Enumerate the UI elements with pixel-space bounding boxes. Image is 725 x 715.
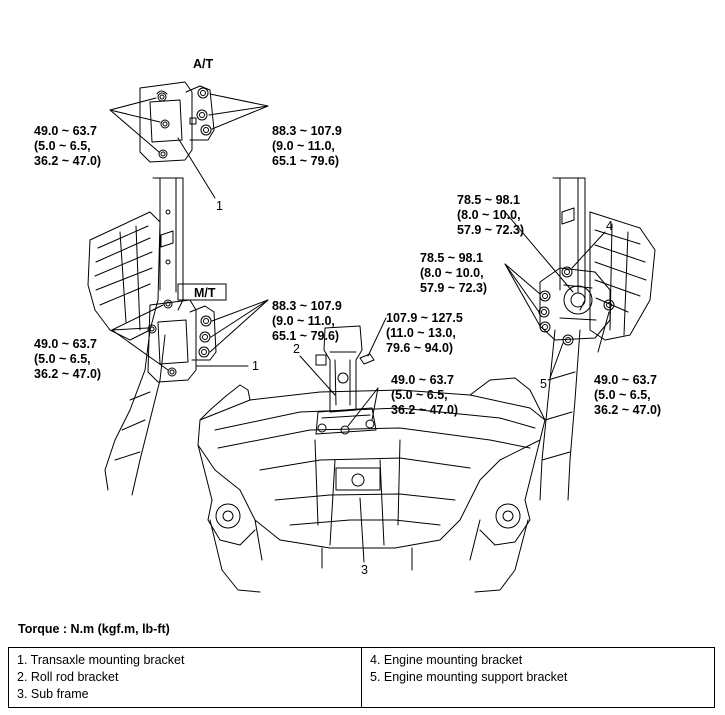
torque-spec-at-right: 88.3 ~ 107.9(9.0 ~ 11.0,65.1 ~ 79.6) <box>272 124 342 168</box>
at-transaxle-bracket <box>139 81 215 163</box>
torque-unit-note: Torque : N.m (kgf.m, lb-ft) <box>18 622 170 636</box>
engine-mounting-bracket <box>538 266 615 346</box>
torque-spec-engine-bottom: 49.0 ~ 63.7(5.0 ~ 6.5,36.2 ~ 47.0) <box>594 373 662 417</box>
callout-3: 3 <box>361 563 368 577</box>
torque-spec-mt-left: 49.0 ~ 63.7(5.0 ~ 6.5,36.2 ~ 47.0) <box>34 337 102 381</box>
torque-spec-engine-mid: 78.5 ~ 98.1(8.0 ~ 10.0,57.9 ~ 72.3) <box>420 251 488 295</box>
left-side-member <box>152 177 184 311</box>
legend-item: 1. Transaxle mounting bracket <box>17 653 185 667</box>
sub-frame <box>197 377 546 593</box>
torque-spec-roll-top: 107.9 ~ 127.5(11.0 ~ 13.0,79.6 ~ 94.0) <box>386 311 463 355</box>
callout-4: 4 <box>606 219 613 233</box>
legend-item: 2. Roll rod bracket <box>17 670 119 684</box>
mt-transaxle-bracket <box>147 283 227 383</box>
legend-item: 5. Engine mounting support bracket <box>370 670 568 684</box>
callout-1-top: 1 <box>216 199 223 213</box>
parts-legend: 1. Transaxle mounting bracket 2. Roll ro… <box>8 647 715 708</box>
legend-column-right: 4. Engine mounting bracket 5. Engine mou… <box>361 648 714 707</box>
callout-5: 5 <box>540 377 547 391</box>
torque-spec-mt-right: 88.3 ~ 107.9(9.0 ~ 11.0,65.1 ~ 79.6) <box>272 299 342 343</box>
right-side-member <box>539 177 586 501</box>
mt-label: M/T <box>194 286 216 300</box>
right-wheel-housing <box>589 211 656 341</box>
legend-item: 4. Engine mounting bracket <box>370 653 523 667</box>
legend-item: 3. Sub frame <box>17 687 89 701</box>
torque-spec-at-left: 49.0 ~ 63.7(5.0 ~ 6.5,36.2 ~ 47.0) <box>34 124 102 168</box>
legend-column-left: 1. Transaxle mounting bracket 2. Roll ro… <box>9 648 361 707</box>
callout-2: 2 <box>293 342 300 356</box>
torque-spec-engine-top: 78.5 ~ 98.1(8.0 ~ 10.0,57.9 ~ 72.3) <box>457 193 525 237</box>
callout-1-mid: 1 <box>252 359 259 373</box>
at-label: A/T <box>193 57 214 71</box>
leader-lines <box>109 93 610 563</box>
torque-spec-roll-bottom: 49.0 ~ 63.7(5.0 ~ 6.5,36.2 ~ 47.0) <box>391 373 459 417</box>
